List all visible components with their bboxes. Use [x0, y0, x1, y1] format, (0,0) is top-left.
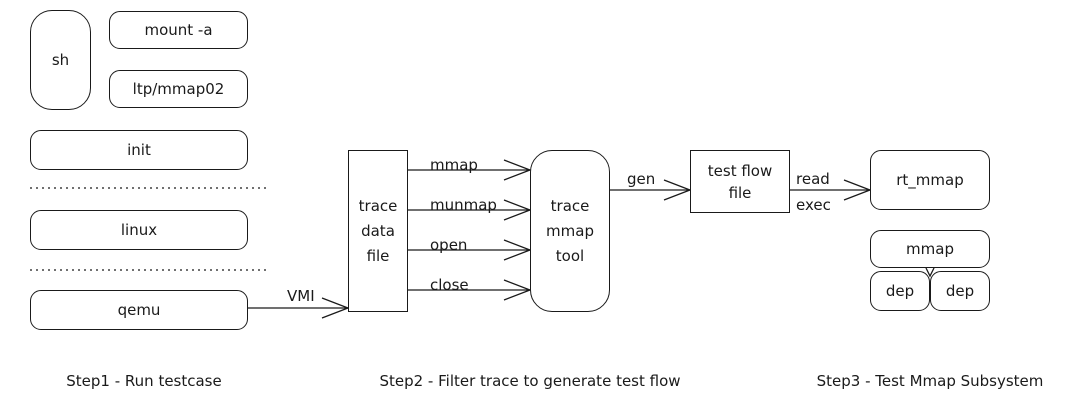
mmap-box: mmap: [870, 230, 990, 268]
exec-label: exec: [796, 196, 831, 214]
dep-label-2: dep: [945, 282, 975, 300]
mmap-arrow-label: mmap: [430, 156, 478, 174]
qemu-label: qemu: [117, 301, 161, 319]
gen-label: gen: [627, 170, 656, 188]
mmap-label: mmap: [906, 240, 954, 258]
trace-data-file-label: trace data file: [358, 196, 398, 265]
close-arrow-label: close: [430, 276, 469, 294]
init-label: init: [127, 141, 151, 159]
mount-label: mount -a: [144, 21, 213, 39]
init-box: init: [30, 130, 248, 170]
read-label: read: [796, 170, 830, 188]
vmi-label: VMI: [287, 287, 315, 305]
ltp-box: ltp/mmap02: [109, 70, 248, 108]
sh-label: sh: [51, 51, 70, 69]
test-flow-file-label: test flow file: [707, 161, 773, 202]
dep-connector: [925, 267, 935, 278]
step3-caption: Step3 - Test Mmap Subsystem: [816, 372, 1044, 390]
rt-mmap-label: rt_mmap: [896, 171, 964, 189]
step1-caption: Step1 - Run testcase: [66, 372, 222, 390]
munmap-arrow-label: munmap: [430, 196, 497, 214]
linux-label: linux: [120, 221, 158, 239]
open-arrow: [408, 239, 532, 261]
close-arrow: [408, 279, 532, 301]
sh-box: sh: [30, 10, 91, 110]
test-flow-file-box: test flow file: [690, 150, 790, 213]
rt-mmap-box: rt_mmap: [870, 150, 990, 210]
mount-box: mount -a: [109, 11, 248, 49]
step2-caption: Step2 - Filter trace to generate test fl…: [379, 372, 681, 390]
trace-mmap-tool-label: trace mmap tool: [546, 196, 594, 265]
trace-mmap-tool-box: trace mmap tool: [530, 150, 610, 312]
ltp-label: ltp/mmap02: [132, 80, 225, 98]
open-arrow-label: open: [430, 236, 468, 254]
dep-box-2: dep: [930, 271, 990, 311]
dep-label-1: dep: [885, 282, 915, 300]
qemu-box: qemu: [30, 290, 248, 330]
trace-data-file-box: trace data file: [348, 150, 408, 312]
dep-box-1: dep: [870, 271, 930, 311]
linux-box: linux: [30, 210, 248, 250]
